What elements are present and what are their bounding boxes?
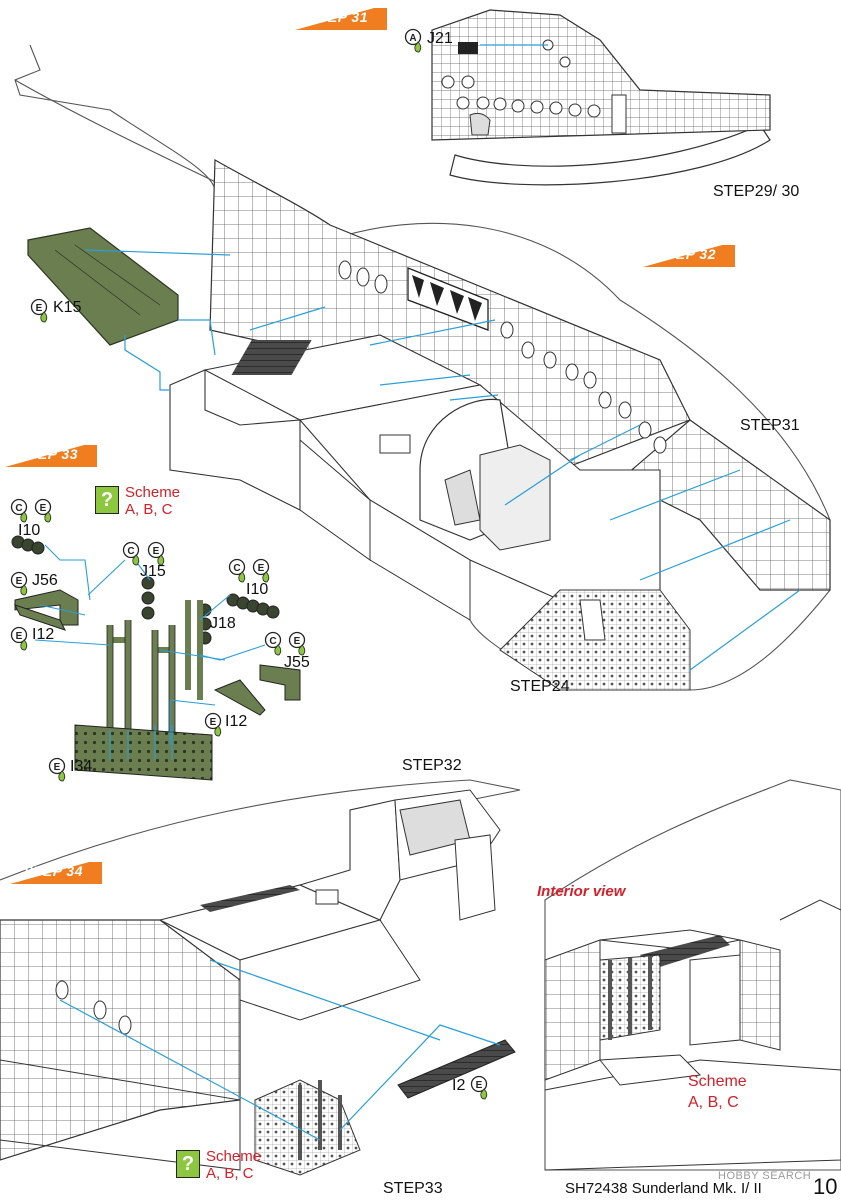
paint-drop-icon: E [288, 631, 306, 656]
paint-code-e: E [54, 762, 61, 773]
step-34-label: STEP 34 [24, 863, 84, 879]
question-icon: ? [176, 1150, 200, 1178]
paint-drop-icon: E [30, 298, 48, 323]
part-j15: J15 [140, 563, 166, 580]
step-31-label: STEP 31 [309, 9, 369, 25]
scheme-value: A, B, C [125, 501, 173, 518]
paint-drop-icon: E [10, 571, 28, 596]
paint-drop-icon: C [10, 498, 28, 523]
step-33-flag: STEP 33 [5, 445, 97, 467]
paint-code-a: A [409, 33, 416, 44]
ref-step32: STEP32 [402, 757, 462, 774]
part-j55: J55 [284, 654, 310, 671]
interior-scheme-value: A, B, C [688, 1094, 739, 1111]
paint-drop-icon: E [10, 626, 28, 651]
paint-code-e: E [40, 503, 47, 514]
paint-code-e: E [294, 636, 301, 647]
step34-fuselage-drawing [0, 779, 521, 1176]
scheme-title: Scheme [125, 484, 181, 501]
part-k15: K15 [53, 299, 82, 316]
step-33-label: STEP 33 [19, 446, 79, 462]
paint-code-e: E [258, 563, 265, 574]
paint-code-e: E [153, 546, 160, 557]
paint-code-e: E [36, 303, 43, 314]
paint-drop-icon: E [48, 757, 66, 782]
paint-drop-icon: C [228, 558, 246, 583]
step-32-flag: STEP 32 [643, 245, 735, 267]
part-i12-left: I12 [32, 626, 55, 643]
part-j21: J21 [427, 30, 453, 47]
paint-code-e: E [16, 631, 23, 642]
paint-drop-icon: E [204, 712, 222, 737]
part-i10-left: I10 [18, 522, 41, 539]
paint-drop-icon: A [404, 28, 422, 53]
part-j18: J18 [210, 615, 236, 632]
paint-drop-icon: E [470, 1075, 488, 1100]
part-i12-bottom: I12 [225, 713, 248, 730]
paint-drop-icon: E [147, 541, 165, 566]
scheme-value: A, B, C [206, 1165, 254, 1182]
paint-code-c: C [269, 636, 276, 647]
part-i10-right: I10 [246, 581, 269, 598]
interior-scheme-title: Scheme [688, 1073, 747, 1090]
page-number: 10 [813, 1174, 838, 1199]
part-j56: J56 [32, 572, 58, 589]
step-34-flag: STEP 34 [10, 862, 102, 884]
paint-code-e: E [16, 576, 23, 587]
footer-code: SH72438 Sunderland Mk. I/ II [565, 1180, 762, 1197]
step33-parts-drawing [11, 535, 301, 781]
paint-code-e: E [210, 717, 217, 728]
step-31-flag: STEP 31 [295, 8, 387, 30]
step-32-label: STEP 32 [657, 246, 717, 262]
paint-code-e: E [476, 1080, 483, 1091]
part-i34: I34 [70, 758, 93, 775]
question-icon: ? [95, 486, 119, 514]
paint-drop-icon: C [122, 541, 140, 566]
watermark: HOBBY SEARCH [718, 1170, 812, 1182]
part-i2: I2 [452, 1077, 466, 1094]
paint-code-c: C [233, 563, 240, 574]
ref-step29-30: STEP29/ 30 [713, 183, 800, 200]
ref-step33: STEP33 [383, 1180, 443, 1197]
paint-drop-icon: E [252, 558, 270, 583]
interior-view-title: Interior view [537, 883, 626, 900]
ref-step24: STEP24 [510, 678, 570, 695]
step32-fuselage-drawing [14, 44, 831, 691]
step31-inset-drawing [431, 9, 771, 186]
paint-code-c: C [15, 503, 22, 514]
interior-view-drawing [544, 779, 841, 1171]
paint-drop-icon: C [264, 631, 282, 656]
ref-step31: STEP31 [740, 417, 800, 434]
paint-code-c: C [127, 546, 134, 557]
paint-drop-icon: E [34, 498, 52, 523]
scheme-title: Scheme [206, 1148, 262, 1165]
